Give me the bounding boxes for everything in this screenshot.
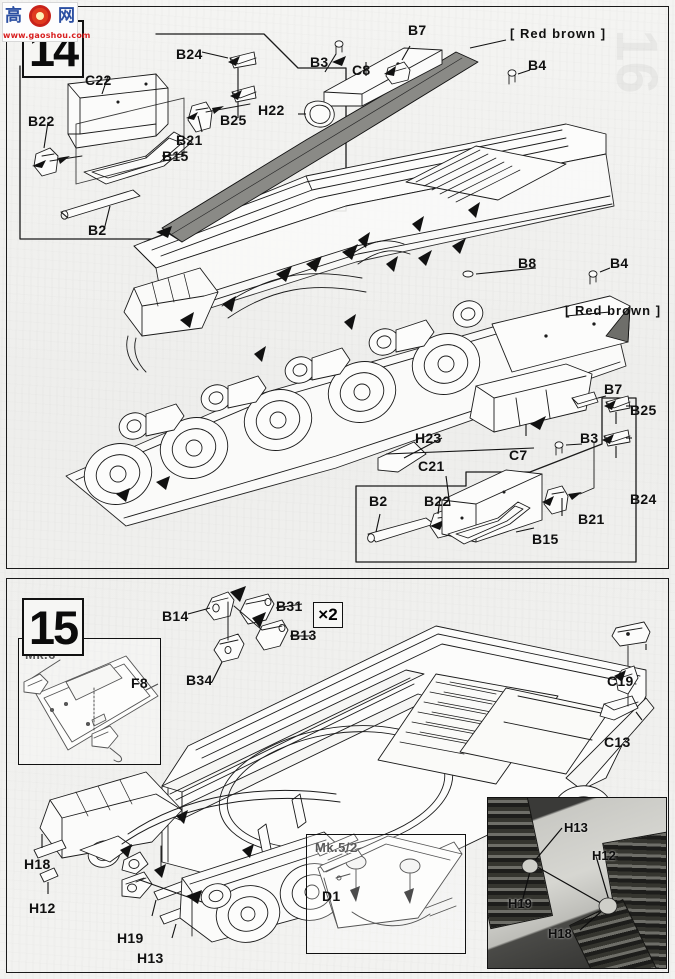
label-h18: H18 <box>24 856 51 872</box>
label-b2-inset: B2 <box>369 493 388 509</box>
watermark-char-2: 网 <box>58 5 75 26</box>
photo-label-h18: H18 <box>548 926 572 941</box>
label-b21-top: B21 <box>176 132 203 148</box>
label-b31: B31 <box>276 598 303 614</box>
label-b15-top: B15 <box>162 148 189 164</box>
label-b15-inset: B15 <box>532 531 559 547</box>
label-b7-top: B7 <box>408 22 427 38</box>
label-b8: B8 <box>518 255 537 271</box>
photo-label-h19: H19 <box>508 896 532 911</box>
label-b25-top: B25 <box>220 112 247 128</box>
label-c8: C8 <box>352 62 371 78</box>
label-b3-right: B3 <box>580 430 599 446</box>
label-b7-right: B7 <box>604 381 623 397</box>
repeat-x2-badge: ×2 <box>313 602 343 628</box>
reference-photo-inset: H13 H12 H19 H18 <box>487 797 667 969</box>
label-d1: D1 <box>322 888 341 904</box>
label-c13: C13 <box>604 734 631 750</box>
step-number-badge-15: 15 <box>22 598 84 656</box>
color-note-red-brown-top: [ Red brown ] <box>510 26 607 41</box>
step-14-panel <box>6 6 669 569</box>
inset-mk6-box <box>18 638 161 765</box>
label-b22-top: B22 <box>28 113 55 129</box>
flower-logo-icon <box>29 5 51 27</box>
label-b4-top: B4 <box>528 57 547 73</box>
label-b3-top: B3 <box>310 54 329 70</box>
label-b24-right: B24 <box>630 491 657 507</box>
step-15-assembly-drawing <box>23 586 655 943</box>
step-14-assembly-drawing <box>19 33 637 563</box>
label-b25-right: B25 <box>630 402 657 418</box>
label-b34: B34 <box>186 672 213 688</box>
label-b2-top: B2 <box>88 222 107 238</box>
step-15-leader-lines <box>41 603 647 939</box>
label-h19: H19 <box>117 930 144 946</box>
label-b14: B14 <box>162 608 189 624</box>
inset-mk52-box <box>306 834 466 954</box>
watermark-char-1: 高 <box>5 5 22 26</box>
photo-leader-lines <box>521 827 618 931</box>
label-b21-inset: B21 <box>578 511 605 527</box>
watermark-characters: 高 网 <box>3 3 77 29</box>
label-h22: H22 <box>258 102 285 118</box>
label-c21: C21 <box>418 458 445 474</box>
label-h13: H13 <box>137 950 164 966</box>
label-h12: H12 <box>29 900 56 916</box>
label-b22-inset: B22 <box>424 493 451 509</box>
step-14-leader-lines <box>43 39 632 533</box>
color-note-red-brown-right: [ Red brown ] <box>565 303 662 318</box>
label-b13: B13 <box>290 627 317 643</box>
label-f8: F8 <box>131 675 148 691</box>
label-c22: C22 <box>85 72 112 88</box>
site-watermark: 高 网 www.gaoshou.com <box>2 2 91 42</box>
inset-mk52-title: Mk.5/2 <box>315 840 358 855</box>
photo-label-h13: H13 <box>564 820 588 835</box>
photo-label-h12: H12 <box>592 848 616 863</box>
label-b24-top: B24 <box>176 46 203 62</box>
step-15-panel <box>6 578 669 973</box>
watermark-url: www.gaoshou.com <box>3 31 91 40</box>
label-b4-right: B4 <box>610 255 629 271</box>
label-c7: C7 <box>509 447 528 463</box>
label-c19: C19 <box>607 673 634 689</box>
label-h23: H23 <box>415 430 442 446</box>
